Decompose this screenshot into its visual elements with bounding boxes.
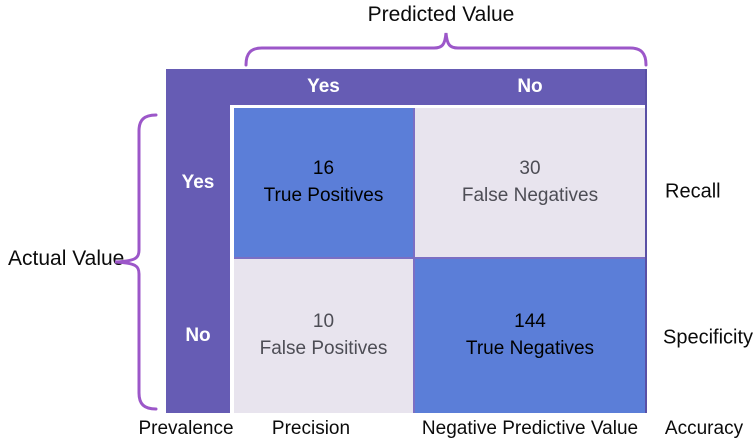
specificity-metric-label: Specificity [663,326,753,349]
actual-value-axis-label: Actual Value [8,247,125,270]
recall-metric-label: Recall [665,180,721,203]
true-positives-label: True Positives [263,184,384,206]
confusion-matrix-table: Yes No Yes No 16 True Positives 30 False… [166,69,647,413]
true-positives-value: 16 [312,157,335,179]
matrix-cells-grid: 16 True Positives 30 False Negatives 10 … [230,105,645,413]
predicted-value-axis-label: Predicted Value [367,3,515,26]
true-negatives-label: True Negatives [465,338,595,359]
row-header-yes: Yes [181,171,215,193]
false-negatives-label: False Negatives [461,184,599,206]
column-header-yes: Yes [307,76,340,97]
cell-false-negatives: 30 False Negatives [415,108,645,257]
true-negatives-value: 144 [514,311,546,333]
top-curly-brace [244,32,648,67]
false-positives-value: 10 [312,311,335,333]
false-positives-label: False Positives [259,338,388,359]
cell-true-negatives: 144 True Negatives [415,259,645,413]
cell-false-positives: 10 False Positives [234,259,413,413]
column-header-no: No [517,76,543,97]
false-negatives-value: 30 [519,157,541,179]
left-curly-brace [114,113,158,411]
accuracy-metric-label: Accuracy [664,418,744,439]
negative-predictive-value-metric-label: Negative Predictive Value [421,418,639,439]
row-header-no: No [185,325,211,346]
prevalence-metric-label: Prevalence [138,418,234,439]
precision-metric-label: Precision [271,418,351,439]
cell-true-positives: 16 True Positives [234,108,413,257]
